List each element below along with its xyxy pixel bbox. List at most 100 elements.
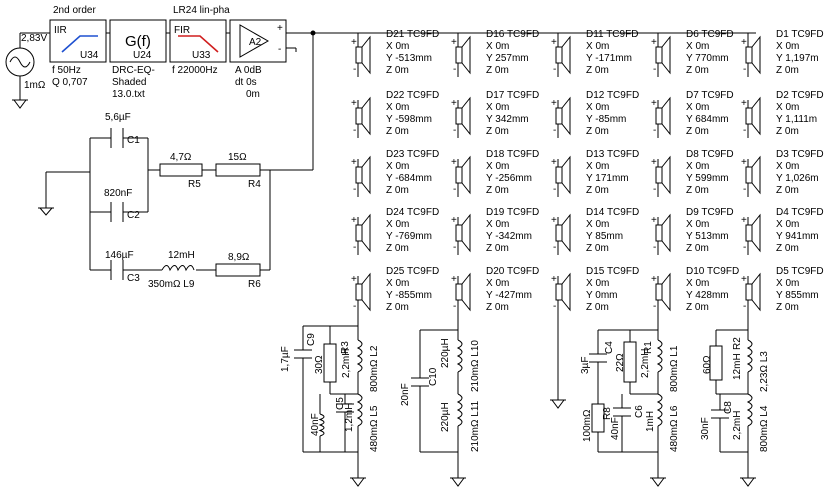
- speaker-name: D16 TC9FD: [486, 29, 539, 40]
- r2-value: 60Ω: [702, 355, 713, 374]
- inductor-l4[interactable]: [746, 393, 753, 427]
- c10-ref: C10: [428, 367, 439, 386]
- capacitor-c6[interactable]: [613, 407, 631, 417]
- capacitor-c2[interactable]: [110, 202, 124, 222]
- speaker-cone-icon[interactable]: [461, 213, 471, 253]
- speaker-name: D18 TC9FD: [486, 149, 539, 160]
- speaker-magnet[interactable]: [355, 283, 363, 301]
- speaker-magnet[interactable]: [745, 224, 753, 242]
- speaker-cone-icon[interactable]: [461, 35, 471, 75]
- capacitor-c3[interactable]: [110, 260, 124, 280]
- inductor-l5b[interactable]: [318, 413, 325, 437]
- speaker-name: D15 TC9FD: [586, 266, 639, 277]
- iir-filter-block[interactable]: [49, 19, 107, 63]
- speaker-z: Z 0m: [486, 243, 509, 254]
- speaker-name: D10 TC9FD: [686, 266, 739, 277]
- amp-param-dt: dt 0s: [235, 77, 257, 88]
- speaker-cone-icon[interactable]: [751, 35, 761, 75]
- inductor-l9[interactable]: [161, 265, 195, 272]
- speaker-cone-icon[interactable]: [661, 96, 671, 136]
- c2-value: 820nF: [104, 188, 132, 199]
- parallel-network-wires: [38, 137, 313, 271]
- resistor-r4[interactable]: [215, 163, 261, 177]
- speaker-cone-icon[interactable]: [461, 272, 471, 312]
- speaker-magnet[interactable]: [555, 107, 563, 125]
- resistor-r6[interactable]: [215, 263, 261, 277]
- speaker-magnet[interactable]: [555, 166, 563, 184]
- capacitor-c10[interactable]: [411, 377, 429, 387]
- inductor-l10[interactable]: [456, 339, 463, 373]
- inductor-l3[interactable]: [746, 339, 753, 373]
- speaker-plus-sign: +: [551, 215, 557, 226]
- speaker-name: D11 TC9FD: [586, 29, 638, 40]
- capacitor-c1[interactable]: [110, 128, 124, 148]
- speaker-magnet[interactable]: [455, 166, 463, 184]
- speaker-magnet[interactable]: [355, 107, 363, 125]
- resistor-r3[interactable]: [323, 343, 337, 383]
- fir-filter-block[interactable]: [169, 19, 227, 63]
- speaker-cone-icon[interactable]: [361, 35, 371, 75]
- inductor-l2[interactable]: [356, 339, 363, 373]
- c3-ref: C3: [127, 273, 140, 284]
- speaker-cone-icon[interactable]: [751, 96, 761, 136]
- speaker-cone-icon[interactable]: [661, 35, 671, 75]
- speaker-cone-icon[interactable]: [561, 213, 571, 253]
- gf-block[interactable]: [109, 19, 167, 63]
- speaker-magnet[interactable]: [455, 224, 463, 242]
- speaker-magnet[interactable]: [655, 46, 663, 64]
- speaker-magnet[interactable]: [355, 46, 363, 64]
- speaker-y: Y -427mm: [486, 290, 532, 301]
- l11-ref: 210mΩ L11: [470, 400, 481, 452]
- inductor-l11[interactable]: [456, 393, 463, 427]
- speaker-z: Z 0m: [686, 65, 709, 76]
- speaker-name: D25 TC9FD: [386, 266, 439, 277]
- capacitor-c4[interactable]: [589, 353, 607, 363]
- inductor-l1[interactable]: [656, 339, 663, 373]
- amplifier-block[interactable]: [229, 19, 296, 63]
- speaker-magnet[interactable]: [655, 224, 663, 242]
- speaker-minus-sign: -: [743, 64, 746, 75]
- speaker-cone-icon[interactable]: [561, 35, 571, 75]
- speaker-magnet[interactable]: [555, 224, 563, 242]
- speaker-cone-icon[interactable]: [751, 213, 761, 253]
- speaker-cone-icon[interactable]: [461, 155, 471, 195]
- speaker-magnet[interactable]: [455, 107, 463, 125]
- speaker-magnet[interactable]: [455, 283, 463, 301]
- speaker-x: X 0m: [486, 219, 509, 230]
- voltage-source[interactable]: [5, 32, 50, 109]
- speaker-minus-sign: -: [453, 125, 456, 136]
- capacitor-c9[interactable]: [294, 349, 312, 359]
- speaker-magnet[interactable]: [745, 46, 753, 64]
- speaker-cone-icon[interactable]: [461, 96, 471, 136]
- c1-ref: C1: [127, 135, 140, 146]
- speaker-magnet[interactable]: [655, 166, 663, 184]
- speaker-magnet[interactable]: [745, 166, 753, 184]
- speaker-magnet[interactable]: [355, 224, 363, 242]
- speaker-magnet[interactable]: [555, 46, 563, 64]
- speaker-cone-icon[interactable]: [561, 272, 571, 312]
- inductor-l5[interactable]: [356, 393, 363, 427]
- speaker-cone-icon[interactable]: [361, 155, 371, 195]
- speaker-magnet[interactable]: [655, 283, 663, 301]
- inductor-l6[interactable]: [656, 393, 663, 427]
- speaker-cone-icon[interactable]: [361, 213, 371, 253]
- speaker-cone-icon[interactable]: [561, 96, 571, 136]
- speaker-cone-icon[interactable]: [751, 155, 761, 195]
- speaker-cone-icon[interactable]: [361, 96, 371, 136]
- speaker-magnet[interactable]: [745, 283, 753, 301]
- resistor-r5[interactable]: [159, 163, 203, 177]
- speaker-magnet[interactable]: [455, 46, 463, 64]
- speaker-name: D4 TC9FD: [776, 207, 824, 218]
- speaker-magnet[interactable]: [655, 107, 663, 125]
- speaker-cone-icon[interactable]: [751, 272, 761, 312]
- speaker-cone-icon[interactable]: [361, 272, 371, 312]
- speaker-cone-icon[interactable]: [661, 213, 671, 253]
- speaker-cone-icon[interactable]: [661, 155, 671, 195]
- speaker-x: X 0m: [686, 41, 709, 52]
- speaker-magnet[interactable]: [355, 166, 363, 184]
- speaker-cone-icon[interactable]: [561, 155, 571, 195]
- speaker-magnet[interactable]: [555, 283, 563, 301]
- speaker-magnet[interactable]: [745, 107, 753, 125]
- speaker-cone-icon[interactable]: [661, 272, 671, 312]
